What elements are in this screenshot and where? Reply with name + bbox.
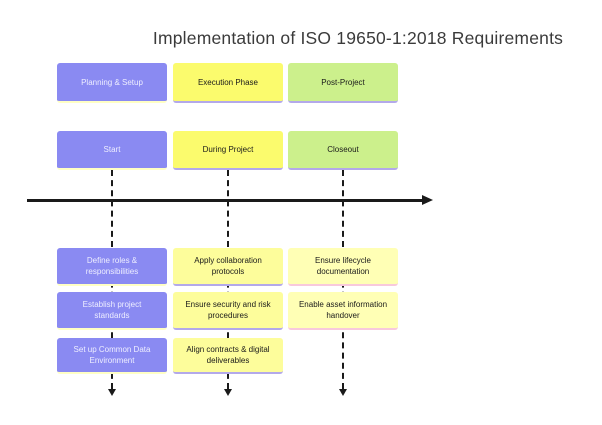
down-arrowhead-icon (108, 389, 116, 396)
phase-box-planning-setup: Planning & Setup (57, 63, 167, 103)
diagram-title: Implementation of ISO 19650-1:2018 Requi… (152, 28, 564, 48)
timeline-axis (27, 199, 424, 202)
task-box-define-roles: Define roles & responsibilities (57, 248, 167, 286)
task-box-security-risk: Ensure security and risk procedures (173, 292, 283, 330)
phase-box-execution: Execution Phase (173, 63, 283, 103)
task-box-align-contracts: Align contracts & digital deliverables (173, 338, 283, 374)
milestone-box-start: Start (57, 131, 167, 170)
task-box-lifecycle-documentation: Ensure lifecycle documentation (288, 248, 398, 286)
milestone-box-closeout: Closeout (288, 131, 398, 170)
down-arrowhead-icon (339, 389, 347, 396)
milestone-box-during-project: During Project (173, 131, 283, 170)
task-box-establish-standards: Establish project standards (57, 292, 167, 330)
right-arrowhead-icon (422, 195, 433, 205)
task-box-asset-handover: Enable asset information handover (288, 292, 398, 330)
task-box-collaboration-protocols: Apply collaboration protocols (173, 248, 283, 286)
phase-box-post-project: Post-Project (288, 63, 398, 103)
down-arrowhead-icon (224, 389, 232, 396)
task-box-setup-cde: Set up Common Data Environment (57, 338, 167, 374)
